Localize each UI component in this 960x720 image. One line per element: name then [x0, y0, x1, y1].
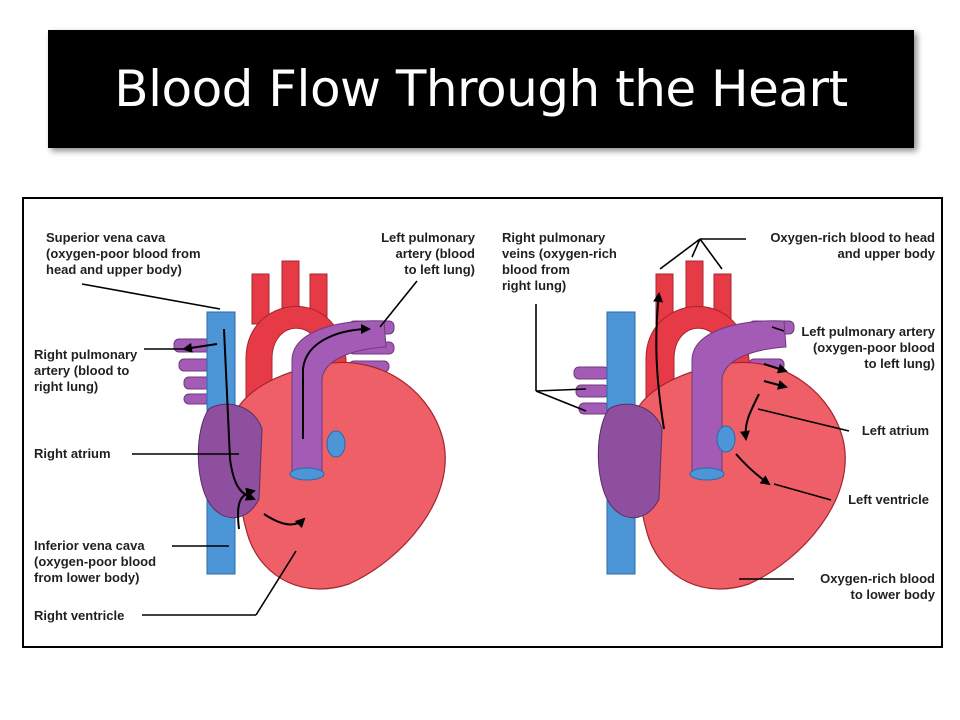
right-heart-pulmonary-trunk: [691, 320, 787, 475]
right-heart-ventricles: [630, 362, 846, 590]
label-oxygen-rich-blood-lower: Oxygen-rich blood to lower body: [820, 571, 935, 602]
label-inferior-vena-cava: Inferior vena cava (oxygen-poor blood fr…: [34, 538, 157, 585]
label-superior-vena-cava: Superior vena cava (oxygen-poor blood fr…: [46, 230, 201, 277]
right-heart-right-atrium: [597, 403, 663, 519]
heart-diagrams: [81, 238, 850, 616]
left-heart-ventricles: [230, 362, 446, 590]
right-heart-flow-arrows: [653, 292, 788, 486]
label-left-atrium: Left atrium: [861, 423, 929, 438]
heart-diagram-frame: Superior vena cava (oxygen-poor blood fr…: [22, 197, 943, 648]
left-heart-flow-arrows: [182, 324, 371, 530]
leader-lines: [81, 238, 850, 616]
label-left-pulmonary-artery-right-panel: Left pulmonary artery (oxygen-poor blood…: [801, 324, 935, 371]
title-bar: Blood Flow Through the Heart: [48, 30, 914, 148]
page-title: Blood Flow Through the Heart: [114, 60, 848, 118]
label-oxygen-rich-blood-head: Oxygen-rich blood to head and upper body: [770, 230, 935, 261]
label-right-ventricle: Right ventricle: [34, 608, 125, 623]
left-heart-illustration: [173, 260, 446, 590]
right-heart-illustration: [573, 260, 846, 590]
label-right-atrium: Right atrium: [34, 446, 111, 461]
label-left-ventricle: Left ventricle: [848, 492, 929, 507]
label-right-pulmonary-artery: Right pulmonary artery (blood to right l…: [34, 347, 138, 394]
label-left-pulmonary-artery-left-panel: Left pulmonary artery (blood to left lun…: [381, 230, 475, 277]
label-right-pulmonary-veins: Right pulmonary veins (oxygen-rich blood…: [502, 230, 617, 293]
